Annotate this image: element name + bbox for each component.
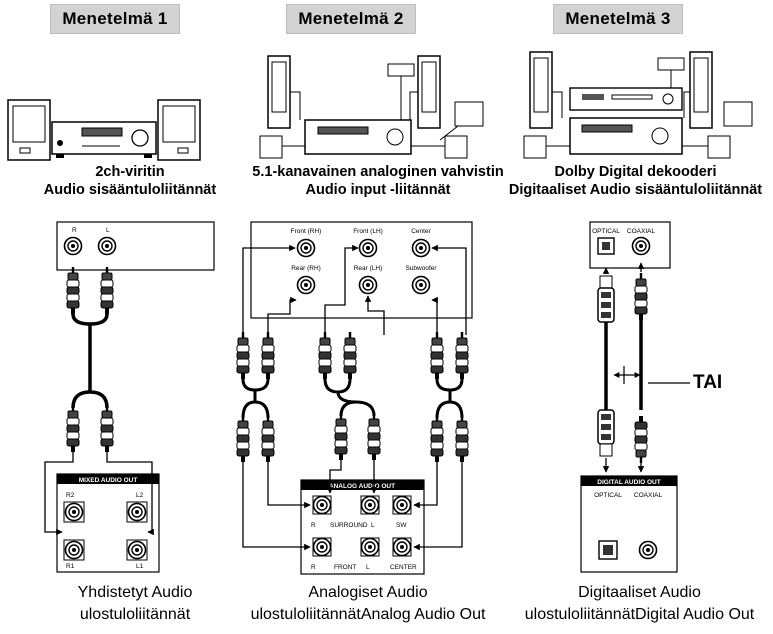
method-1-bottom-caption-line-2: ulostuloliitännät — [79, 606, 191, 623]
method-3-input-label-optical: OPTICAL — [592, 228, 620, 235]
method-2-input-label-center: Center — [411, 228, 431, 235]
method-2-bottom-caption-line-1: Analogiset Audio — [308, 584, 428, 601]
method-2-device-caption-line-1: 5.1-kanavainen analoginen vahvistin — [252, 164, 504, 180]
method-1-bottom-caption-line-1: Yhdistetyt Audio — [77, 584, 193, 601]
method-2-output-label-front: FRONT — [334, 564, 356, 571]
method-2-output-label-surround: SURROUND — [330, 522, 368, 529]
method-1-arrows — [44, 451, 154, 536]
method-2-bottom-caption-line-2: ulostuloliitännätAnalog Audio Out — [250, 606, 486, 623]
method-2-device-caption-line-2: Audio input -liitännät — [305, 182, 451, 198]
tab-method-3: Menetelmä 3 — [553, 4, 683, 34]
method-3-bottom-caption-line-2: ulostuloliitännätDigital Audio Out — [524, 606, 755, 623]
method-2-surround-system — [259, 55, 484, 159]
method-1-stereo-system — [7, 99, 201, 161]
method-2-input-label-front-lh: Front (LH) — [353, 228, 383, 235]
method-1-output-title: MIXED AUDIO OUT — [79, 477, 138, 484]
method-2-input-label-subwoofer: Subwoofer — [405, 265, 437, 272]
method-1-bottom-caption: Yhdistetyt Audio ulostuloliitännät — [35, 582, 235, 626]
tab-method-2: Menetelmä 2 — [286, 4, 416, 34]
method-1-input-label-l: L — [106, 227, 110, 234]
method-3-output-title: DIGITAL AUDIO OUT — [597, 479, 660, 486]
method-2-device-caption: 5.1-kanavainen analoginen vahvistin Audi… — [228, 163, 528, 199]
method-2-output-label-sw: SW — [396, 522, 407, 529]
method-1-output-label-r1: R1 — [66, 563, 75, 570]
method-3-bottom-caption: Digitaaliset Audio ulostuloliitännätDigi… — [506, 582, 773, 626]
tab-method-1: Menetelmä 1 — [50, 4, 180, 34]
method-2-bottom-caption: Analogiset Audio ulostuloliitännätAnalog… — [218, 582, 518, 626]
method-3-output-label-coaxial: COAXIAL — [634, 492, 663, 499]
method-3-cables — [597, 262, 690, 473]
method-1-output-panel: MIXED AUDIO OUT R2 L2 R1 L1 — [56, 473, 160, 573]
method-1-output-label-l1: L1 — [136, 563, 144, 570]
method-1-output-label-l2: L2 — [136, 492, 144, 499]
method-2-cables — [236, 331, 469, 463]
method-2-output-title: ANALOG AUDIO OUT — [329, 483, 395, 490]
method-3-output-panel: DIGITAL AUDIO OUT OPTICAL COAXIAL — [580, 475, 678, 573]
method-2-output-label-surround-l: L — [371, 522, 375, 529]
method-1-device-caption-line-2: Audio sisääntuloliitännät — [43, 182, 217, 198]
method-1-input-panel: R L — [56, 221, 215, 271]
method-3-output-label-optical: OPTICAL — [594, 492, 622, 499]
method-2-output-label-center: CENTER — [390, 564, 417, 571]
method-2-input-label-rear-lh: Rear (LH) — [354, 265, 383, 272]
method-2-input-panel: Front (RH) Front (LH) Center Rear (RH) R… — [250, 221, 473, 319]
method-1-input-label-r: R — [72, 227, 77, 234]
method-2-output-label-front-l: L — [366, 564, 370, 571]
method-3-input-panel: OPTICAL COAXIAL — [589, 221, 671, 269]
method-1-device-caption-line-1: 2ch-viritin — [95, 164, 165, 180]
method-3-device-caption-line-2: Digitaaliset Audio sisääntuloliitännät — [508, 182, 763, 198]
method-2-output-label-front-r: R — [311, 564, 316, 571]
method-2-input-label-front-rh: Front (RH) — [291, 228, 322, 235]
method-1-device-caption: 2ch-viritin Audio sisääntuloliitännät — [20, 163, 240, 199]
method-2-input-arrows — [242, 244, 467, 335]
method-3-dolby-system — [523, 51, 753, 159]
method-3-device-caption-line-1: Dolby Digital dekooderi — [554, 164, 717, 180]
method-2-output-panel: ANALOG AUDIO OUT R SURROUND L SW R FRONT… — [300, 479, 425, 575]
or-label: TAI — [693, 372, 723, 393]
method-2-output-label-surround-r: R — [311, 522, 316, 529]
method-2-input-label-rear-rh: Rear (RH) — [291, 265, 321, 272]
method-1-output-label-r2: R2 — [66, 492, 75, 499]
method-3-input-label-coaxial: COAXIAL — [627, 228, 656, 235]
method-3-device-caption: Dolby Digital dekooderi Digitaaliset Aud… — [498, 163, 773, 199]
method-1-cable — [66, 266, 114, 453]
method-3-bottom-caption-line-1: Digitaaliset Audio — [578, 584, 701, 601]
method-2-output-arrows — [242, 460, 463, 551]
